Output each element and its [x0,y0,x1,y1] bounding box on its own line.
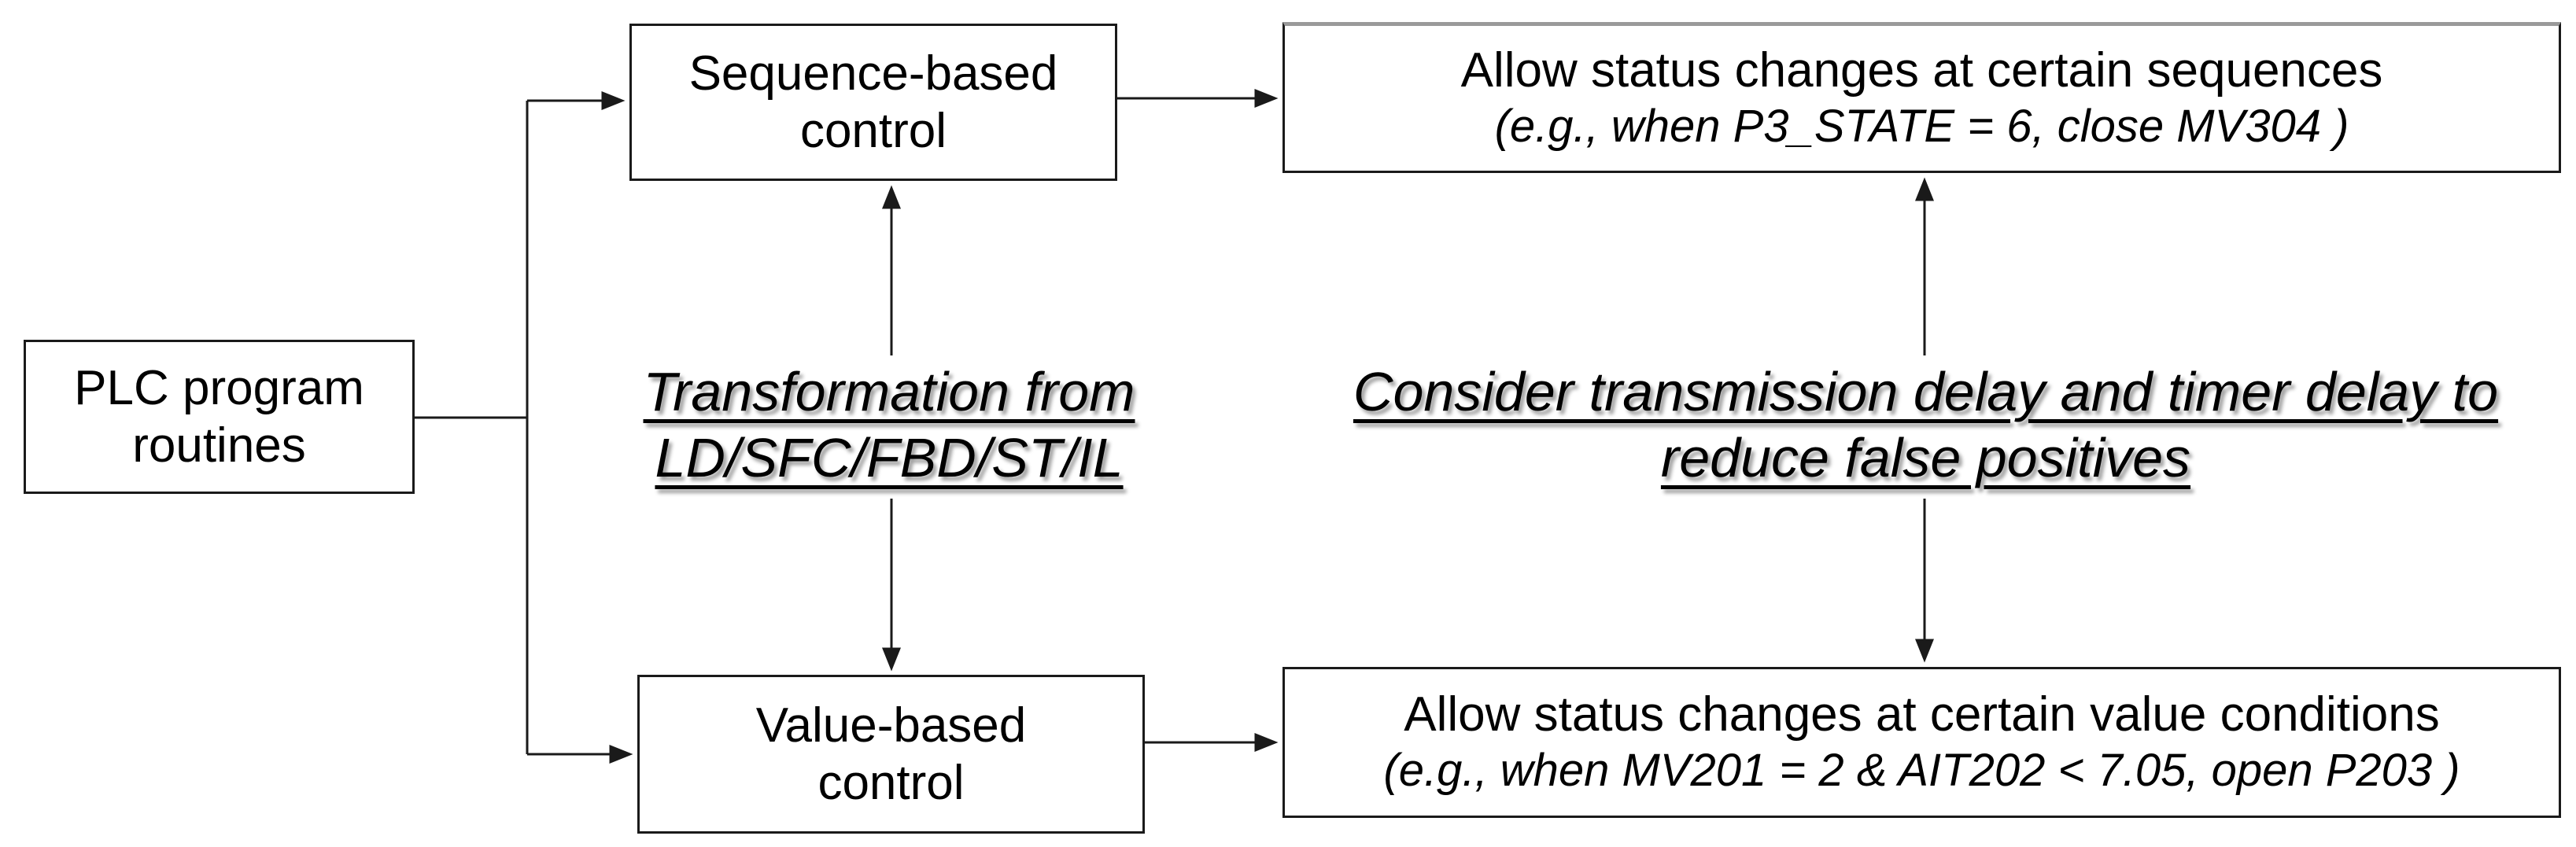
annotation-line: Consider transmission delay and timer de… [1353,361,2499,422]
node-sequence-based-control: Sequence-based control [629,24,1117,181]
node-sequence-outcome: Allow status changes at certain sequence… [1282,22,2561,173]
node-value-outcome: Allow status changes at certain value co… [1282,667,2561,818]
node-label-line: PLC program [74,360,364,415]
node-label-line: control [799,104,947,158]
node-label-line: (e.g., when MV201 = 2 & AIT202 < 7.05, o… [1383,744,2460,796]
plc-branch-connector [415,101,529,754]
node-plc-program-routines: PLC program routines [24,340,415,494]
node-label-line: Sequence-based [688,46,1058,101]
node-label-line: control [817,756,965,810]
node-label-line: Value-based [755,698,1027,753]
annotation-line: reduce false positives [1660,427,2191,488]
node-label-line: (e.g., when P3_STATE = 6, close MV304 ) [1494,100,2349,152]
node-value-based-control: Value-based control [637,675,1145,834]
node-label-line: routines [132,418,306,473]
annotation-transformation: Transformation from LD/SFC/FBD/ST/IL [551,355,1227,499]
annotation-line: Transformation from [643,361,1135,422]
node-label-line: Allow status changes at certain value co… [1404,687,2440,742]
annotation-line: LD/SFC/FBD/ST/IL [655,427,1124,488]
node-label-line: Allow status changes at certain sequence… [1460,42,2383,98]
annotation-delay-note: Consider transmission delay and timer de… [1290,355,2561,499]
